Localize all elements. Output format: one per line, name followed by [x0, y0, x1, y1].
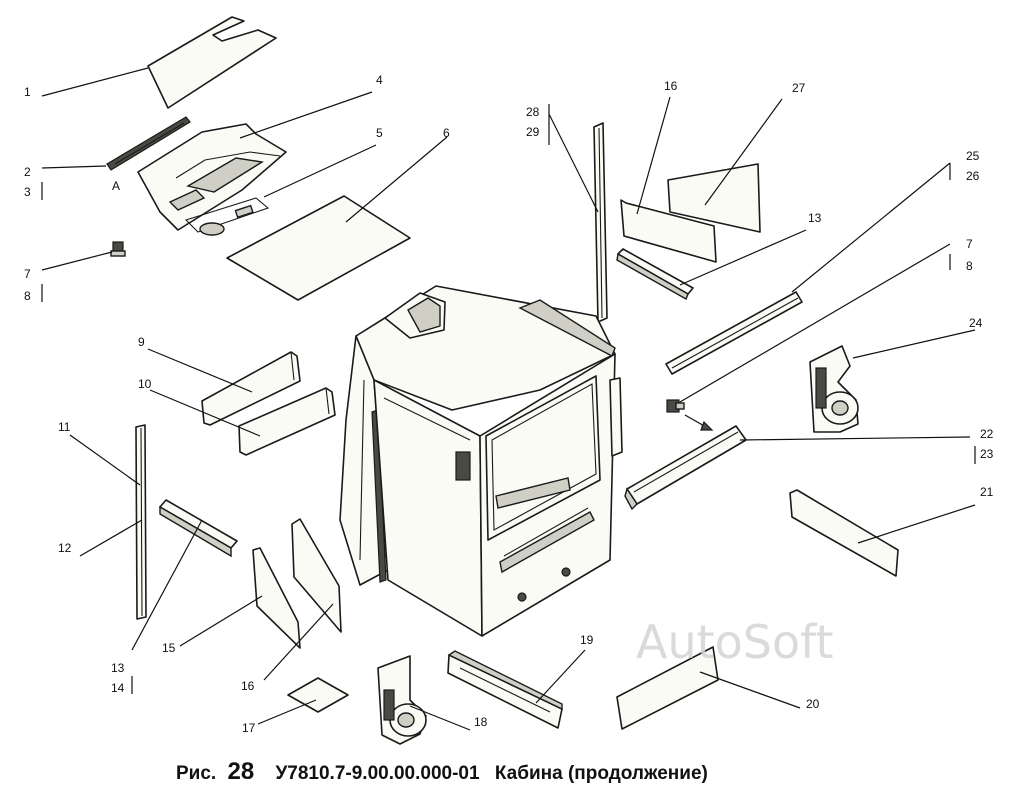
- label-8-left: 8: [24, 289, 31, 303]
- label-16-left: 16: [241, 679, 255, 693]
- label-7-right: 7: [966, 237, 973, 251]
- part-13-bracket-left: [159, 499, 238, 558]
- part-13-bracket-right: [616, 248, 694, 301]
- part-15-trim-panel: [252, 547, 301, 649]
- label-15: 15: [162, 641, 176, 655]
- part-18-blower-housing: [377, 655, 427, 745]
- part-7-screw-right: [666, 399, 685, 413]
- part-7-screw-left: [110, 241, 126, 257]
- label-11: 11: [58, 420, 71, 434]
- part-17-small-plate: [287, 677, 349, 713]
- part-4-ceiling-console: [137, 123, 287, 236]
- label-1: 1: [24, 85, 31, 99]
- label-14: 14: [111, 681, 125, 695]
- label-17: 17: [242, 721, 256, 735]
- label-13-left: 13: [111, 661, 125, 675]
- part-10-side-panel: [238, 387, 336, 456]
- leader-lines: [41, 67, 976, 731]
- label-18: 18: [474, 715, 488, 729]
- cab-body: [339, 285, 623, 637]
- part-28-vertical-post: [593, 122, 608, 323]
- label-16-right: 16: [664, 79, 678, 93]
- label-20: 20: [806, 697, 820, 711]
- label-a: A: [112, 179, 120, 193]
- caption-number: 28: [227, 758, 254, 785]
- label-2: 2: [24, 165, 31, 179]
- label-19: 19: [580, 633, 594, 647]
- part-25-rail: [665, 291, 803, 375]
- label-13-right: 13: [808, 211, 822, 225]
- label-25: 25: [966, 149, 980, 163]
- part-19-long-bracket: [447, 650, 563, 729]
- caption-prefix: Рис.: [176, 763, 216, 784]
- label-29: 29: [526, 125, 540, 139]
- label-12: 12: [58, 541, 72, 555]
- part-16-trim-panel-left: [291, 518, 342, 633]
- label-23: 23: [980, 447, 994, 461]
- part-22-angle-bracket: [624, 424, 747, 511]
- part-20-bottom-panel: [616, 646, 719, 730]
- label-6: 6: [443, 126, 450, 140]
- label-24: 24: [969, 316, 983, 330]
- watermark: AutoSoft: [636, 615, 834, 669]
- part-9-side-panel: [201, 351, 301, 426]
- label-21: 21: [980, 485, 994, 499]
- label-27: 27: [792, 81, 806, 95]
- part-labels: 1 2 3 A 4 5 6 7 8 9 10 11 12 13 14 15 16…: [24, 73, 994, 735]
- label-26: 26: [966, 169, 980, 183]
- label-8-right: 8: [966, 259, 973, 273]
- label-22: 22: [980, 427, 994, 441]
- label-10: 10: [138, 377, 152, 391]
- part-11-vertical-strip: [135, 424, 147, 620]
- part-16-trim-panel-right: [620, 199, 717, 263]
- part-2-strip: [106, 116, 191, 171]
- part-21-side-panel: [789, 489, 899, 577]
- label-4: 4: [376, 73, 383, 87]
- label-28: 28: [526, 105, 540, 119]
- label-7-left: 7: [24, 267, 31, 281]
- caption-title: Кабина (продолжение): [495, 763, 708, 784]
- part-6-flat-panel: [226, 195, 411, 301]
- caption-code: У7810.7-9.00.00.000-01: [275, 763, 480, 784]
- label-9: 9: [138, 335, 145, 349]
- figure-caption: Рис. 28 У7810.7-9.00.00.000-01 Кабина (п…: [176, 758, 708, 785]
- label-3: 3: [24, 185, 31, 199]
- part-24-blower-housing: [809, 345, 859, 433]
- part-1-roof-panel: [147, 16, 277, 109]
- label-5: 5: [376, 126, 383, 140]
- part-27-trim-panel: [667, 163, 761, 233]
